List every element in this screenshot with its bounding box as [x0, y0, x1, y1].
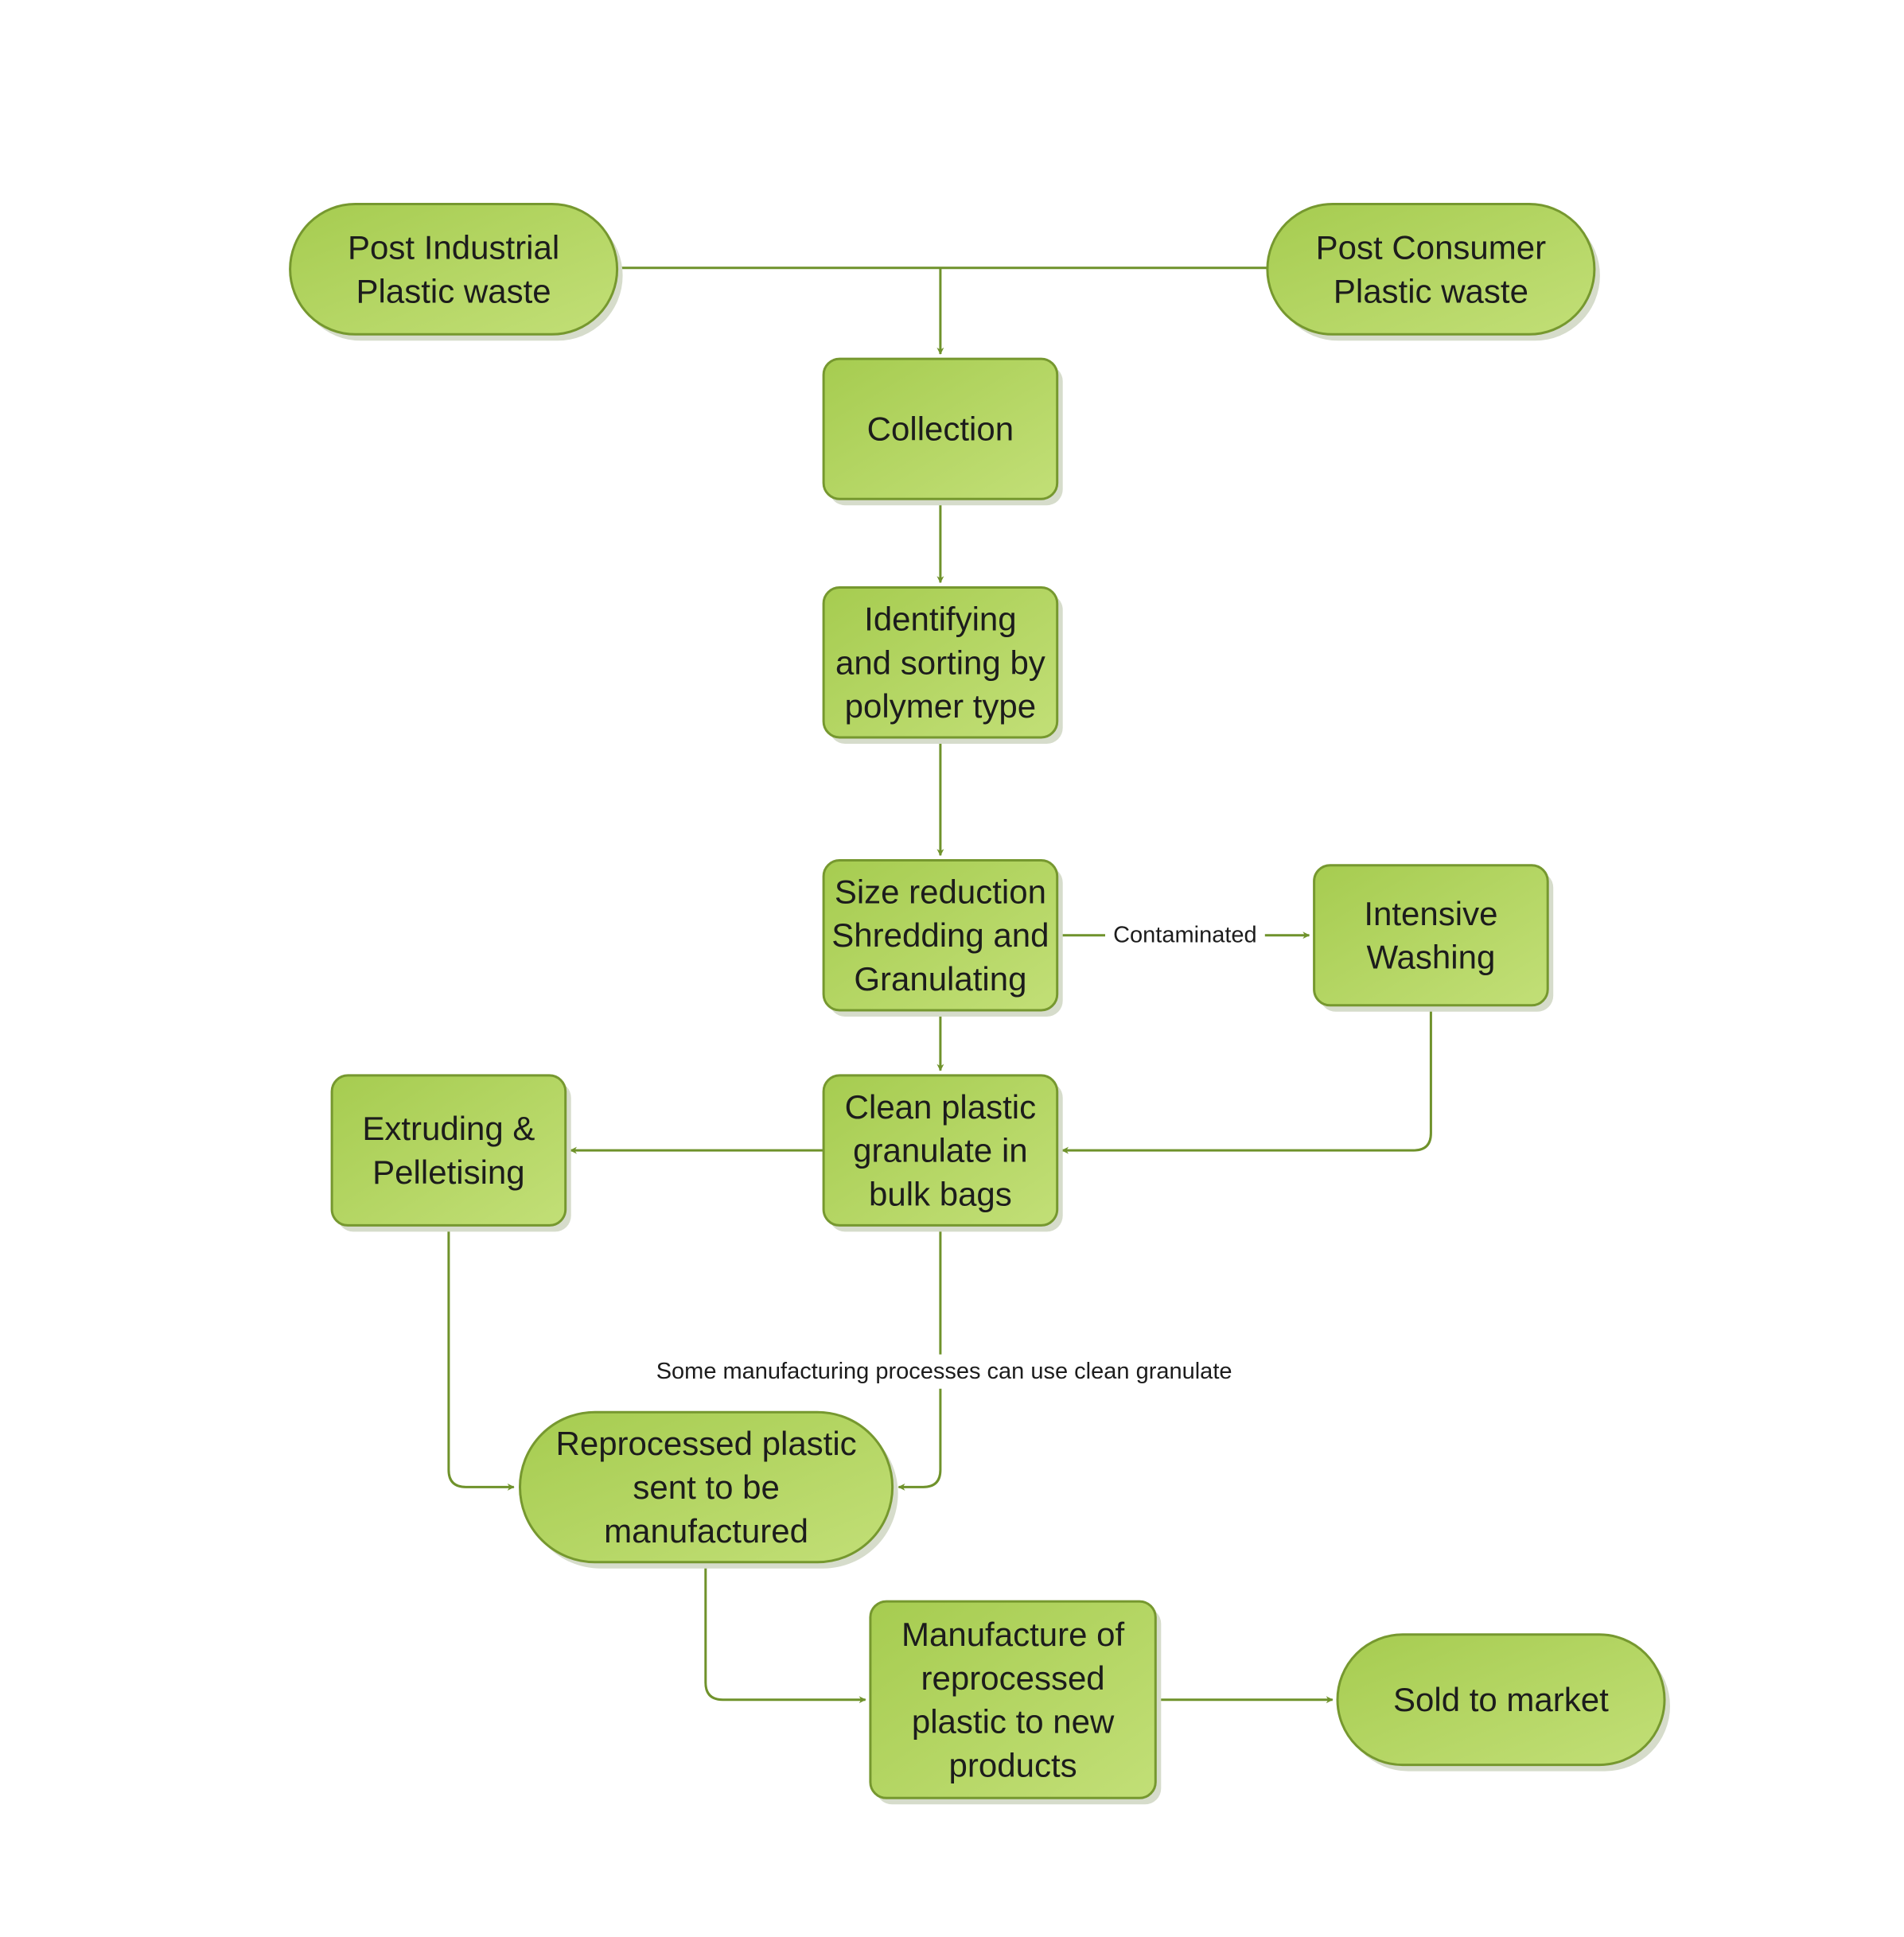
process-box [822, 586, 1059, 739]
node-label-line: products [949, 1747, 1077, 1784]
node-sold: Sold to market [1336, 1633, 1670, 1772]
node-label-line: Post Consumer [1316, 228, 1546, 266]
node-label-line: Collection [867, 410, 1014, 448]
terminator-shape [519, 1410, 894, 1564]
terminator-shape [1266, 203, 1596, 336]
node-label-line: Manufacture of [901, 1616, 1124, 1653]
node-label-line: manufactured [604, 1512, 808, 1550]
node-label-line: Clean plastic [845, 1088, 1036, 1126]
process-box [1313, 864, 1549, 1007]
node-label-line: Post Industrial [348, 228, 559, 266]
node-label-line: Identifying [864, 600, 1016, 637]
edge-label: Some manufacturing processes can use cle… [656, 1359, 1232, 1384]
node-identifying: Identifying and sorting by polymer type [822, 586, 1063, 744]
connector-arrow [897, 1388, 942, 1491]
node-label-line: polymer type [845, 687, 1036, 725]
node-label-line: Size reduction [835, 873, 1046, 910]
node-label-line: plastic to new [912, 1703, 1115, 1741]
terminator-shape [1336, 1633, 1666, 1767]
process-box [822, 1074, 1059, 1227]
node-label: Sold to market [1393, 1681, 1609, 1718]
process-box [822, 859, 1059, 1012]
node-label-line: Plastic waste [356, 272, 551, 309]
process-box [822, 357, 1059, 500]
node-label: Reprocessed plastic sent to be manufacture… [556, 1425, 857, 1550]
terminator-shape [289, 203, 619, 336]
node-manufacture: Manufacture of reprocessed plastic to new p… [869, 1600, 1162, 1805]
node-collection: Collection [822, 357, 1063, 506]
node-clean-granulate: Clean plastic granulate in bulk bags [822, 1074, 1063, 1232]
node-label-line: Extruding & [362, 1110, 535, 1147]
node-label: Clean plastic granulate in bulk bags [845, 1088, 1036, 1213]
node-label-line: Sold to market [1393, 1681, 1609, 1718]
node-extruding: Extruding & Pelletising [330, 1074, 571, 1232]
connector-layer [447, 266, 1432, 1704]
node-label-line: and sorting by [835, 644, 1045, 681]
node-label-line: Shredding and [831, 916, 1049, 954]
node-label: Collection [867, 410, 1014, 448]
node-label-line: Granulating [854, 960, 1026, 998]
node-label-line: Pelletising [372, 1153, 524, 1191]
node-label-line: bulk bags [869, 1176, 1012, 1213]
edge-label: Contaminated [1113, 923, 1257, 948]
node-label-line: Reprocessed plastic [556, 1425, 857, 1462]
node-label-line: Washing [1366, 939, 1495, 976]
process-box [330, 1074, 567, 1227]
process-box [869, 1600, 1157, 1799]
node-reprocessed: Reprocessed plastic sent to be manufacture… [519, 1410, 898, 1569]
node-label-line: Plastic waste [1334, 272, 1528, 309]
node-label: Manufacture of reprocessed plastic to new p… [901, 1616, 1124, 1784]
node-label-line: granulate in [853, 1132, 1028, 1169]
node-label-line: reprocessed [921, 1659, 1105, 1697]
connector-arrow [1061, 1005, 1432, 1154]
connector-arrow [704, 1562, 866, 1704]
node-label-line: Intensive [1364, 895, 1497, 932]
node-label-line: sent to be [633, 1468, 779, 1506]
node-label: Identifying and sorting by polymer type [835, 600, 1045, 725]
connector-arrow [447, 1225, 515, 1491]
node-label: Extruding & Pelletising [362, 1110, 535, 1191]
